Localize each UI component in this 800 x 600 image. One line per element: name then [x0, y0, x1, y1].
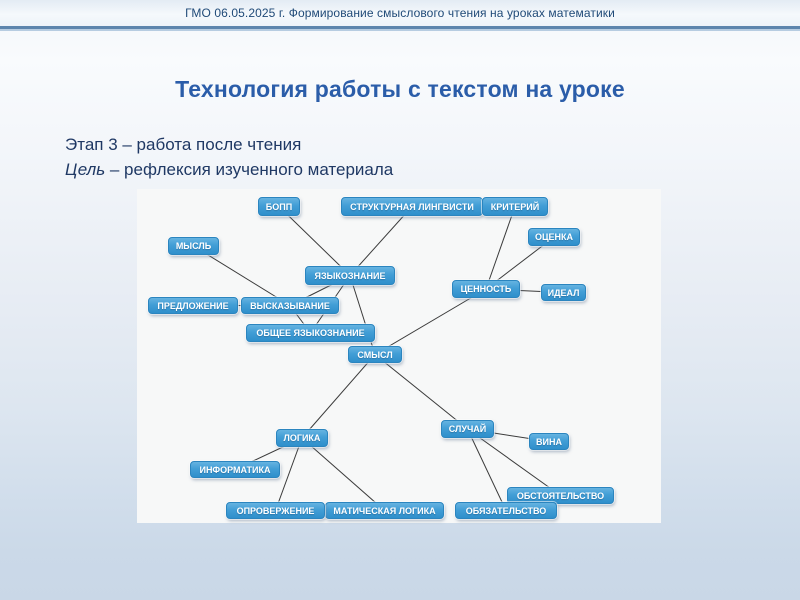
- diagram-node-oproverzhenie: ОПРОВЕРЖЕНИЕ: [226, 502, 325, 519]
- diagram-node-ocenka: ОЦЕНКА: [528, 228, 580, 246]
- diagram-node-kriteriy: КРИТЕРИЙ: [482, 197, 548, 216]
- goal-rest: – рефлексия изученного материала: [105, 160, 394, 179]
- header-title: ГМО 06.05.2025 г. Формирование смысловог…: [185, 6, 615, 20]
- diagram-node-informatika: ИНФОРМАТИКА: [190, 461, 280, 478]
- edge-logika-oproverzhenie: [275, 437, 303, 511]
- edge-sluchay-obstoyatelstvo: [467, 428, 561, 496]
- diagram-node-yazykoznanie: ЯЗЫКОЗНАНИЕ: [305, 266, 395, 285]
- edge-smysl-logika: [301, 354, 376, 439]
- edge-cennost-smysl: [374, 288, 487, 355]
- edge-sluchay-obyazatelstvo: [467, 428, 507, 511]
- diagram-node-vina: ВИНА: [529, 433, 569, 450]
- stage-line: Этап 3 – работа после чтения: [65, 135, 302, 154]
- edge-smysl-sluchay: [374, 354, 468, 430]
- goal-label: Цель: [65, 160, 106, 179]
- slide-header-bar: ГМО 06.05.2025 г. Формирование смысловог…: [0, 0, 800, 26]
- edge-kriteriy-cennost: [485, 206, 516, 290]
- edge-logika-maticheskaya: [301, 437, 385, 511]
- diagram-node-smysl: СМЫСЛ: [348, 346, 402, 363]
- diagram-node-structural: СТРУКТУРНАЯ ЛИНГВИСТИ: [341, 197, 483, 216]
- diagram-node-ideal: ИДЕАЛ: [541, 284, 586, 301]
- edge-mysl-vyskazyvanie: [193, 245, 291, 306]
- slide-title: Технология работы с текстом на уроке: [175, 76, 625, 102]
- diagram-node-predlozhenie: ПРЕДЛОЖЕНИЕ: [148, 297, 238, 314]
- edge-structural-yazykoznanie: [349, 206, 413, 276]
- edge-bopp-yazykoznanie: [278, 206, 351, 276]
- diagram-node-maticheskaya: МАТИЧЕСКАЯ ЛОГИКА: [325, 502, 444, 519]
- diagram-node-vyskazyvanie: ВЫСКАЗЫВАНИЕ: [241, 297, 339, 314]
- diagram-node-bopp: БОПП: [258, 197, 300, 216]
- goal-line: Цель – рефлексия изученного материала: [65, 157, 665, 182]
- diagram-node-logika: ЛОГИКА: [276, 429, 328, 447]
- edge-yazykoznanie-smysl: [349, 275, 376, 355]
- diagram-node-obstoyatelstvo: ОБСТОЯТЕЛЬСТВО: [507, 487, 614, 504]
- diagram-node-cennost: ЦЕННОСТЬ: [452, 280, 520, 298]
- diagram-node-sluchay: СЛУЧАЙ: [441, 420, 494, 438]
- diagram-node-obshchee: ОБЩЕЕ ЯЗЫКОЗНАНИЕ: [246, 324, 375, 342]
- diagram-node-mysl: МЫСЛЬ: [168, 237, 219, 255]
- header-divider-light: [0, 29, 800, 31]
- diagram-node-obyazatelstvo: ОБЯЗАТЕЛЬСТВО: [455, 502, 557, 519]
- slide-body-text: Этап 3 – работа после чтения Цель – рефл…: [65, 132, 665, 182]
- header-divider-dark: [0, 26, 800, 29]
